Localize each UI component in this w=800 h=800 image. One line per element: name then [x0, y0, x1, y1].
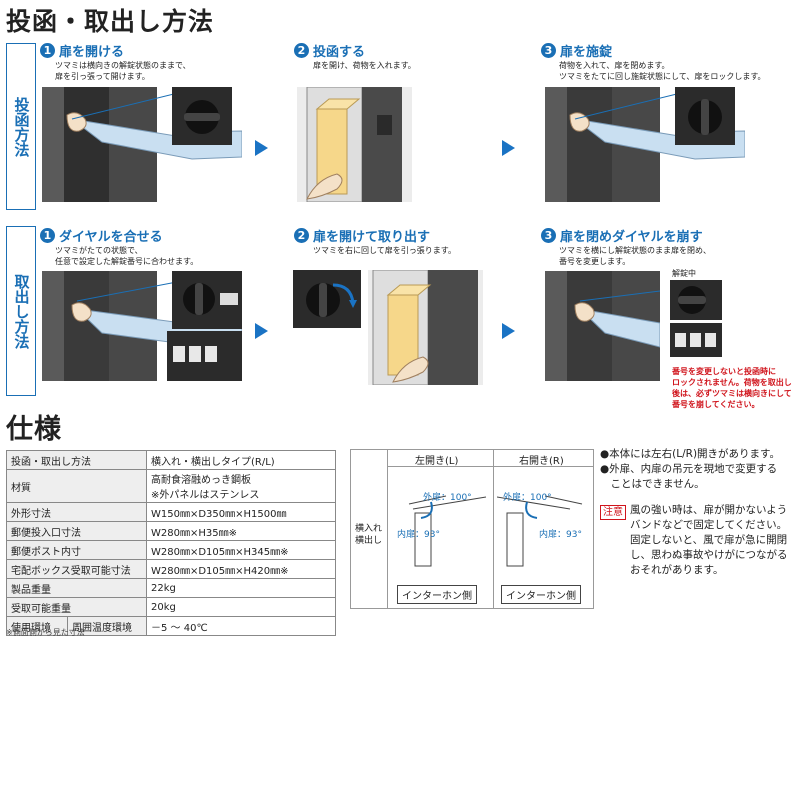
deposit-step-2-desc: 扉を開け、荷物を入れます。	[313, 61, 416, 70]
spec-value: 高耐食溶融めっき鋼板 ※外パネルはステンレス	[146, 469, 336, 503]
step-title-text: 扉を施錠	[560, 45, 613, 60]
deposit-step-3-desc: 荷物を入れて、扉を閉めます。 ツマミをたてに回し施錠状態にして、扉をロックします…	[559, 61, 766, 81]
caution-tag: 注意	[600, 505, 626, 520]
spec-value: 20kg	[146, 597, 336, 617]
left-interphone-side: インターホン側	[397, 585, 477, 604]
right-interphone-side: インターホン側	[501, 585, 581, 604]
spec-key: 外形寸法	[6, 502, 147, 522]
spec-value: 22kg	[146, 578, 336, 598]
side-label-deposit: 投函方法	[6, 43, 36, 210]
retrieve-close-illustration	[545, 271, 660, 381]
right-door-swing-icon	[497, 495, 583, 567]
left-door-swing-icon	[408, 495, 487, 567]
spec-value: －5 ～ 40℃	[146, 616, 336, 636]
spec-value: W280㎜×D105㎜×H345㎜※	[146, 540, 336, 560]
unlock-label: 解錠中	[672, 269, 696, 278]
step-number-badge: 2	[294, 43, 309, 58]
left-outer-angle: 外扉：100°	[423, 493, 472, 503]
step-title-text: 扉を開けて取り出す	[313, 230, 431, 245]
spec-value: W280㎜×D105㎜×H420㎜※	[146, 559, 336, 579]
spec-value: W280㎜×H35㎜※	[146, 521, 336, 541]
unlocked-knob-icon	[670, 280, 722, 320]
step-title-text: 扉を開ける	[59, 45, 125, 60]
spec-key: 宅配ボックス受取可能寸法	[6, 559, 147, 579]
right-inner-angle: 内扉：93°	[539, 530, 582, 540]
retrieve-step-3-desc: ツマミを横にし解錠状態のまま扉を閉め、 番号を変更します。	[559, 246, 711, 266]
page-title: 投函・取出し方法	[6, 7, 215, 36]
spec-title: 仕様	[6, 414, 62, 445]
spec-footnote: ※側面側から見た寸法	[6, 628, 85, 637]
right-outer-angle: 外扉：100°	[503, 493, 552, 503]
deposit-insert-parcel-illustration	[297, 87, 412, 202]
spec-value: 横入れ・横出しタイプ(R/L)	[146, 450, 336, 470]
note-left-right: ●本体には左右(L/R)開きがあります。	[600, 448, 780, 460]
side-label-retrieve: 取出し方法	[6, 226, 36, 396]
spec-key: 材質	[6, 469, 147, 503]
deposit-step-1-title: 1 扉を開ける	[40, 41, 124, 60]
step-arrow-icon	[502, 323, 515, 339]
step-number-badge: 3	[541, 228, 556, 243]
spec-row: 投函・取出し方法横入れ・横出しタイプ(R/L)	[6, 450, 336, 470]
deposit-step-3-title: 3 扉を施錠	[541, 41, 612, 60]
step-title-text: 扉を閉めダイヤルを崩す	[560, 230, 703, 245]
spec-key: 使用環境	[6, 616, 68, 636]
step-number-badge: 3	[541, 43, 556, 58]
spec-key: 製品重量	[6, 578, 147, 598]
step-arrow-icon	[255, 140, 268, 156]
spec-row: 材質高耐食溶融めっき鋼板 ※外パネルはステンレス	[6, 469, 336, 503]
spec-key: 受取可能重量	[6, 597, 147, 617]
step-arrow-icon	[502, 140, 515, 156]
dial-scrambled-icon	[670, 323, 722, 357]
diagram-left-header: 左開き(L)	[415, 456, 459, 467]
spec-key: 郵便ポスト内寸	[6, 540, 147, 560]
retrieve-take-out-illustration	[293, 270, 483, 385]
retrieve-dial-illustration	[42, 271, 242, 381]
deposit-step-2-title: 2 投函する	[294, 41, 365, 60]
retrieve-step-2-title: 2 扉を開けて取り出す	[294, 226, 430, 245]
step-title-text: 投函する	[313, 45, 366, 60]
diagram-row-label: 横入れ 横出し	[355, 524, 383, 546]
spec-row-environment: 使用環境周囲温度環境－5 ～ 40℃	[6, 616, 336, 636]
deposit-step-1-desc: ツマミは横向きの解錠状態のままで、 扉を引っ張って開けます。	[55, 61, 191, 81]
diagram-right-header: 右開き(R)	[519, 456, 564, 467]
step-number-badge: 2	[294, 228, 309, 243]
retrieve-step-1-desc: ツマミがたての状態で、 任意で設定した解錠番号に合わせます。	[55, 246, 199, 266]
deposit-open-door-illustration	[42, 87, 242, 202]
retrieve-step-1-title: 1 ダイヤルを合せる	[40, 226, 163, 245]
spec-key: 投函・取出し方法	[6, 450, 147, 470]
step-number-badge: 1	[40, 228, 55, 243]
door-opening-diagram: 横入れ 横出し 左開き(L) 右開き(R) 外扉：100° 内扉：93° 外扉：…	[350, 449, 594, 609]
step-arrow-icon	[255, 323, 268, 339]
deposit-lock-illustration	[545, 87, 745, 202]
spec-subkey: 周囲温度環境	[67, 616, 147, 636]
retrieve-step-2-desc: ツマミを右に回して扉を引っ張ります。	[313, 246, 456, 255]
retrieve-step-3-title: 3 扉を閉めダイヤルを崩す	[541, 226, 703, 245]
caution-text: 風の強い時は、扉が開かないよう バンドなどで固定してください。 固定しないと、風…	[630, 504, 788, 576]
left-inner-angle: 内扉：93°	[397, 530, 440, 540]
note-hinge: ●外扉、内扉の吊元を現地で変更する ことはできません。	[600, 463, 778, 490]
step-number-badge: 1	[40, 43, 55, 58]
spec-key: 郵便投入口寸法	[6, 521, 147, 541]
spec-table: 投函・取出し方法横入れ・横出しタイプ(R/L)材質高耐食溶融めっき鋼板 ※外パネ…	[6, 450, 336, 636]
spec-value: W150㎜×D350㎜×H1500㎜	[146, 502, 336, 522]
warning-note: 番号を変更しないと投函時に ロックされません。荷物を取出し 後は、必ずツマミは横…	[672, 367, 792, 409]
step-title-text: ダイヤルを合せる	[59, 230, 163, 245]
